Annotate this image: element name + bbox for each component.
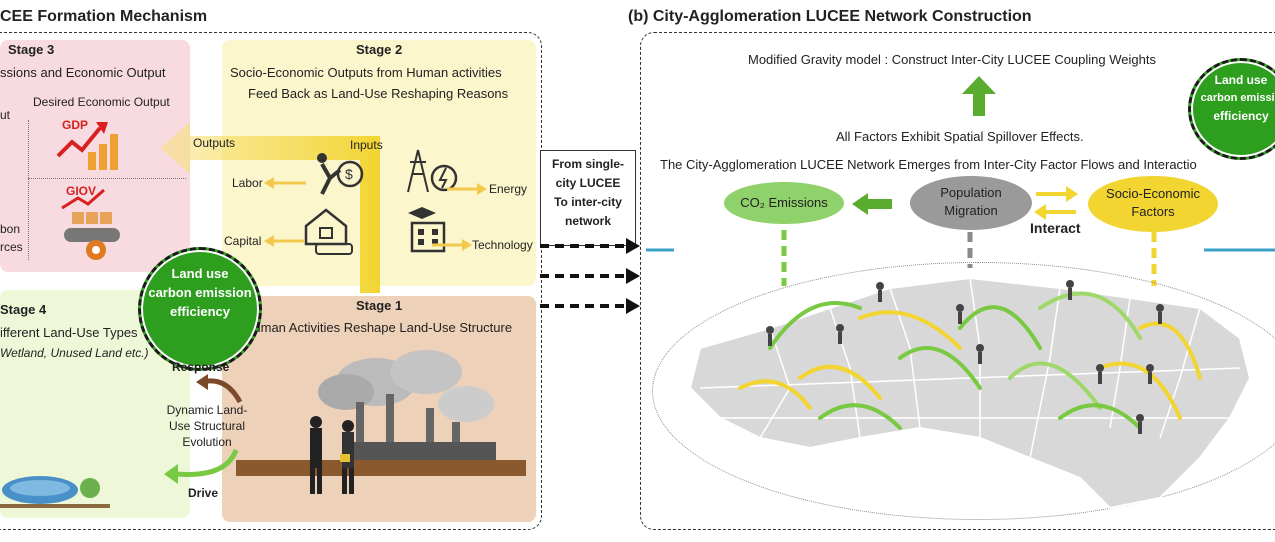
cycle-center-text: Dynamic Land- Use Structural Evolution <box>150 402 264 450</box>
badge-a-line3: efficiency <box>170 304 230 319</box>
up-arrow <box>962 76 996 116</box>
stage2-line2: Feed Back as Land-Use Reshaping Reasons <box>248 86 509 101</box>
stage1-line1: Human Activities Reshape Land-Use Struct… <box>244 320 513 335</box>
lucee-badge-a: Land use carbon emission efficiency <box>138 247 262 371</box>
network-emerges-text: The City-Agglomeration LUCEE Network Eme… <box>660 157 1197 172</box>
capital-house-icon <box>304 208 353 255</box>
capital-label: Capital <box>224 234 262 248</box>
node-connectors <box>781 230 1157 286</box>
to-co2-arrow <box>852 193 892 215</box>
badge-a-line1: Land use <box>171 266 229 281</box>
stage3-left-fragment: ut <box>0 108 11 122</box>
transition-arrows <box>540 238 640 314</box>
transition-box: From single- city LUCEE To inter-city ne… <box>540 150 636 246</box>
co2-label: CO₂ Emissions <box>740 195 828 210</box>
spillover-text: All Factors Exhibit Spatial Spillover Ef… <box>836 129 1084 144</box>
inputs-label: Inputs <box>350 138 383 152</box>
panel-a-title: CEE Formation Mechanism <box>0 8 208 25</box>
stage4-line2: Wetland, Unused Land etc.) <box>0 346 149 360</box>
capital-arrow <box>264 235 304 247</box>
energy-tower-icon <box>407 149 458 193</box>
desired-output-label: Desired Economic Output <box>33 95 170 109</box>
interact-label: Interact <box>1030 220 1081 236</box>
map-boundary <box>652 262 1275 520</box>
city-agglomeration-map <box>688 276 1252 510</box>
panel-a-frame <box>0 32 542 530</box>
carbon-fragment-2: rces <box>0 240 23 254</box>
response-label: Response <box>172 360 230 374</box>
socio-economic-node: Socio-Economic Factors <box>1088 176 1218 232</box>
cycle-line2: Use Structural <box>168 419 246 433</box>
giov-factory-icon <box>61 188 120 260</box>
carbon-fragment-1: bon <box>0 222 21 236</box>
drive-arrow <box>164 448 239 484</box>
outputs-label: Outputs <box>193 136 236 150</box>
technology-arrow <box>432 239 472 251</box>
stage3-subtitle: ssions and Economic Output <box>0 65 166 80</box>
response-arrow <box>196 374 243 404</box>
gravity-model-text: Modified Gravity model : Construct Inter… <box>748 52 1156 67</box>
stage3-title: Stage 3 <box>8 42 55 57</box>
giov-label: GIOV <box>66 184 97 198</box>
socio-line1: Socio-Economic <box>1106 186 1200 201</box>
co2-emissions-node: CO₂ Emissions <box>724 182 844 224</box>
stage2-title: Stage 2 <box>356 42 403 57</box>
stage4-title: Stage 4 <box>0 302 47 317</box>
drive-label: Drive <box>188 486 219 500</box>
transition-line1: From single- <box>551 157 624 171</box>
gdp-label: GDP <box>62 118 89 132</box>
labor-icon: $ <box>317 153 364 195</box>
badge-b-line1: Land use <box>1214 73 1268 87</box>
stage1-title: Stage 1 <box>356 298 403 313</box>
pop-line1: Population <box>940 185 1002 200</box>
cycle-line1: Dynamic Land- <box>166 403 248 417</box>
panel-b-frame <box>640 32 1275 530</box>
transition-line2: city LUCEE <box>555 176 621 190</box>
cycle-line3: Evolution <box>182 435 232 449</box>
feedback-arrow <box>160 122 380 293</box>
transition-line4: network <box>564 214 611 228</box>
stage4-line1: ifferent Land-Use Types <box>0 325 138 340</box>
energy-arrow <box>447 183 487 195</box>
spillover-bracket <box>644 120 1275 252</box>
badge-b-line3: efficiency <box>1213 109 1269 123</box>
technology-building-icon <box>408 207 446 253</box>
interact-arrows <box>1034 186 1078 220</box>
labor-label: Labor <box>232 176 263 190</box>
badge-b-line2: carbon emissio <box>1200 92 1275 104</box>
badge-a-line2: carbon emission <box>148 285 252 300</box>
stage2-line1: Socio-Economic Outputs from Human activi… <box>230 65 502 80</box>
energy-label: Energy <box>489 182 528 196</box>
svg-text:$: $ <box>345 166 353 182</box>
wetland-pond-icon <box>0 476 110 508</box>
transition-line3: To inter-city <box>554 195 622 209</box>
technology-label: Technology <box>472 238 533 252</box>
socio-line2: Factors <box>1131 204 1175 219</box>
stage3-divider-v <box>28 120 29 260</box>
labor-arrow <box>264 177 306 189</box>
population-migration-node: Population Migration <box>910 176 1032 230</box>
pop-line2: Migration <box>944 203 998 218</box>
industrial-city-illustration <box>236 350 526 494</box>
gdp-chart-icon <box>56 122 118 170</box>
panel-b-title: (b) City-Agglomeration LUCEE Network Con… <box>628 8 1032 25</box>
stage3-divider-h <box>28 178 186 179</box>
lucee-badge-b: Land use carbon emissio efficiency <box>1188 58 1275 160</box>
